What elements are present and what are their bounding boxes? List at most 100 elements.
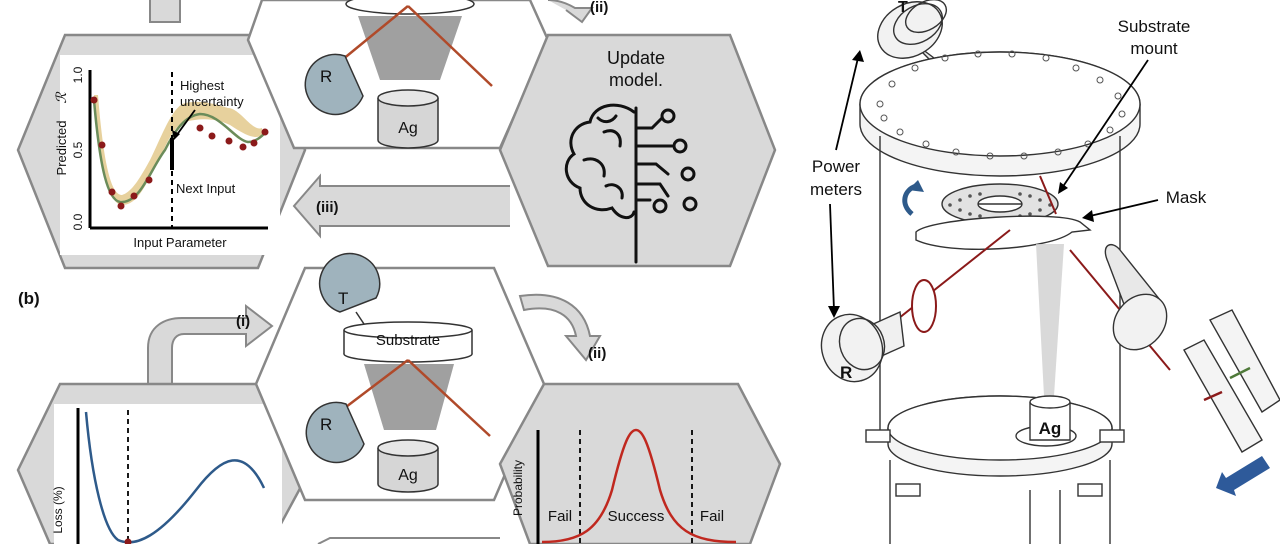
- r-label-a: R: [320, 67, 332, 86]
- brain-icon: [564, 103, 698, 264]
- laser-a-1: [341, 5, 409, 61]
- mask-pointer-head: [1082, 210, 1094, 222]
- chamber-foot-2: [1099, 429, 1125, 443]
- chamber-base-face: [887, 395, 1113, 461]
- uncertainty-band: [94, 95, 262, 205]
- observation-point: [90, 96, 98, 104]
- rotation-arrowhead: [908, 180, 924, 192]
- arrow-iii-label: (iii): [316, 199, 339, 216]
- laser-b-2: [407, 359, 491, 437]
- power-meters-pointer-down: [829, 203, 835, 311]
- chamber-laser-1: [1039, 175, 1057, 215]
- observation-points: [90, 96, 269, 210]
- chamber-ag-crucible-top: [1029, 395, 1071, 409]
- ag-crucible-b: [377, 448, 439, 493]
- next-input-label: Next Input: [176, 181, 236, 196]
- power-meters-label-1: Power: [812, 157, 861, 176]
- gas-cylinders: [1183, 309, 1280, 453]
- power-meters-label-2: meters: [810, 180, 862, 199]
- t-meter-ring-2: [905, 0, 947, 34]
- power-meters-pointer-up-head: [852, 50, 864, 62]
- substrate-label: Substrate: [376, 332, 440, 349]
- arrow-return-bottom: [317, 537, 500, 544]
- lid-bolt-holes: [876, 50, 1126, 160]
- chamber-foot-4: [1077, 483, 1103, 497]
- arrow-iii: [292, 173, 510, 239]
- probability-y-label: Probability: [511, 460, 525, 516]
- mask-label: Mask: [1166, 188, 1207, 207]
- r-label-b: R: [320, 415, 332, 434]
- substrate-mount-label-1: Substrate: [1118, 17, 1191, 36]
- substrate-b-top: [343, 321, 473, 339]
- laser-b-1: [341, 359, 409, 411]
- r-meter-chamber: [820, 313, 884, 383]
- observation-point: [239, 143, 247, 151]
- r-meter-b: [305, 401, 365, 464]
- chamber-lid-top-face: [859, 51, 1141, 157]
- observation-point: [225, 137, 233, 145]
- annotation-highest: Highest: [180, 78, 224, 93]
- annotation-arrowhead: [172, 130, 180, 140]
- prediction-y-symbol: ℛ: [53, 92, 69, 104]
- y-tick-0: 0.0: [71, 213, 85, 230]
- arrow-i-label: (i): [236, 313, 250, 330]
- r-meter-chamber-ring: [838, 317, 886, 371]
- arrow-i: [147, 303, 274, 388]
- arrow-ii-top-label: (ii): [590, 0, 608, 16]
- blue-arrow: [1216, 456, 1270, 496]
- loss-y-label: Loss (%): [51, 486, 65, 533]
- update-model-line1: Update: [607, 48, 665, 68]
- hexagon-probability: [498, 382, 782, 544]
- observation-point: [108, 188, 116, 196]
- chamber-foot-1: [865, 429, 891, 443]
- t-label-b: T: [338, 289, 348, 308]
- ag-crucible-b-top: [377, 439, 439, 457]
- power-meters-pointer-up: [835, 57, 859, 151]
- observation-point: [261, 128, 269, 136]
- observation-point: [98, 141, 106, 149]
- r-meter-a: [304, 53, 364, 116]
- observation-point: [145, 176, 153, 184]
- chamber-laser-2: [883, 229, 1011, 331]
- right-port-flange: [1112, 293, 1168, 351]
- observation-point: [250, 139, 258, 147]
- update-model-line2: model.: [609, 70, 663, 90]
- ag-label-a: Ag: [398, 120, 418, 137]
- substrate-mount-label-2: mount: [1130, 39, 1178, 58]
- fail-left-label: Fail: [548, 508, 572, 525]
- observation-point: [196, 124, 204, 132]
- mask-pointer: [1089, 199, 1159, 217]
- observation-point: [117, 202, 125, 210]
- loss-curve: [84, 411, 266, 544]
- chamber-ag-crucible: [1029, 402, 1071, 441]
- mask-plate: [915, 215, 1092, 250]
- loss-minimum-point: [124, 538, 132, 544]
- laser-a-2: [407, 5, 493, 87]
- prediction-y-label: Predicted: [54, 121, 69, 176]
- vacuum-chamber: [820, 0, 1280, 544]
- prediction-x-label: Input Parameter: [133, 235, 227, 250]
- ag-label-b: Ag: [398, 467, 418, 484]
- arrow-ii-top: [547, 0, 594, 24]
- observation-point: [208, 132, 216, 140]
- annotation-arrow: [175, 109, 196, 137]
- annotation-uncertainty: uncertainty: [180, 94, 244, 109]
- y-tick-0-5: 0.5: [71, 141, 85, 158]
- y-tick-1: 1.0: [71, 66, 85, 83]
- arrow-ii-bottom: [518, 293, 602, 362]
- chamber-foot-3: [895, 483, 921, 497]
- observation-point: [130, 192, 138, 200]
- power-meters-pointer-down-head: [828, 306, 840, 318]
- fail-right-label: Fail: [700, 508, 724, 525]
- t-meter-ring-1: [893, 3, 943, 45]
- chamber-r-label: R: [840, 363, 852, 382]
- panel-b-label: (b): [18, 289, 40, 308]
- substrate-mount-pointer-head: [1058, 182, 1068, 194]
- arrow-ii-bottom-label: (ii): [588, 345, 606, 362]
- probability-curve: [541, 428, 737, 544]
- ag-crucible-a-top: [377, 89, 439, 107]
- chamber-t-label: T: [898, 0, 908, 16]
- success-label: Success: [608, 508, 665, 525]
- substrate-mount-pointer: [1061, 59, 1149, 189]
